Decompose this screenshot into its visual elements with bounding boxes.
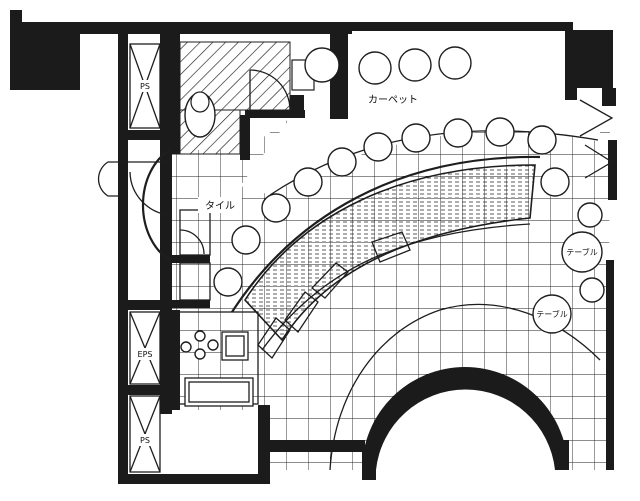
seat [540,167,570,197]
seat [577,202,603,228]
carpet-seats [358,46,472,85]
table-upper [561,231,603,273]
stool [363,132,393,162]
arch-opening [362,367,568,470]
kitchen [177,311,259,407]
ps-shaft-top: PS [129,43,161,129]
eps-label: EPS [138,350,153,359]
counter-top-outer [231,155,541,313]
left-closets [179,209,211,301]
table-lower-label: テーブル [536,309,568,319]
tile-label: タイル [205,200,235,212]
stool [485,117,515,147]
right-seating: テーブル テーブル [532,167,605,334]
kitchen-counter [184,377,254,407]
bar-counter [243,164,536,342]
stool [401,123,431,153]
ps-label-bottom: PS [140,436,150,445]
right-windows [579,99,614,179]
stool [293,167,323,197]
stool [527,125,557,155]
stool [443,118,473,148]
seat [438,46,472,80]
counter-sinks [257,231,411,360]
stool [261,193,291,223]
stool [231,225,261,255]
table-upper-label: テーブル [566,247,598,257]
ps-shaft-bottom: PS [129,395,161,473]
eps-shaft: EPS [129,311,161,385]
bar-stools [213,117,557,297]
restroom [179,41,340,155]
seat [579,277,605,303]
carpet-label: カーペット [368,94,418,106]
stove-burners-icon [180,330,219,360]
table-lower [532,294,572,334]
stool [213,267,243,297]
entrance-lobby [97,149,171,261]
stool [327,147,357,177]
ps-label-top: PS [140,82,150,91]
seat [358,51,392,85]
seat [398,48,432,82]
